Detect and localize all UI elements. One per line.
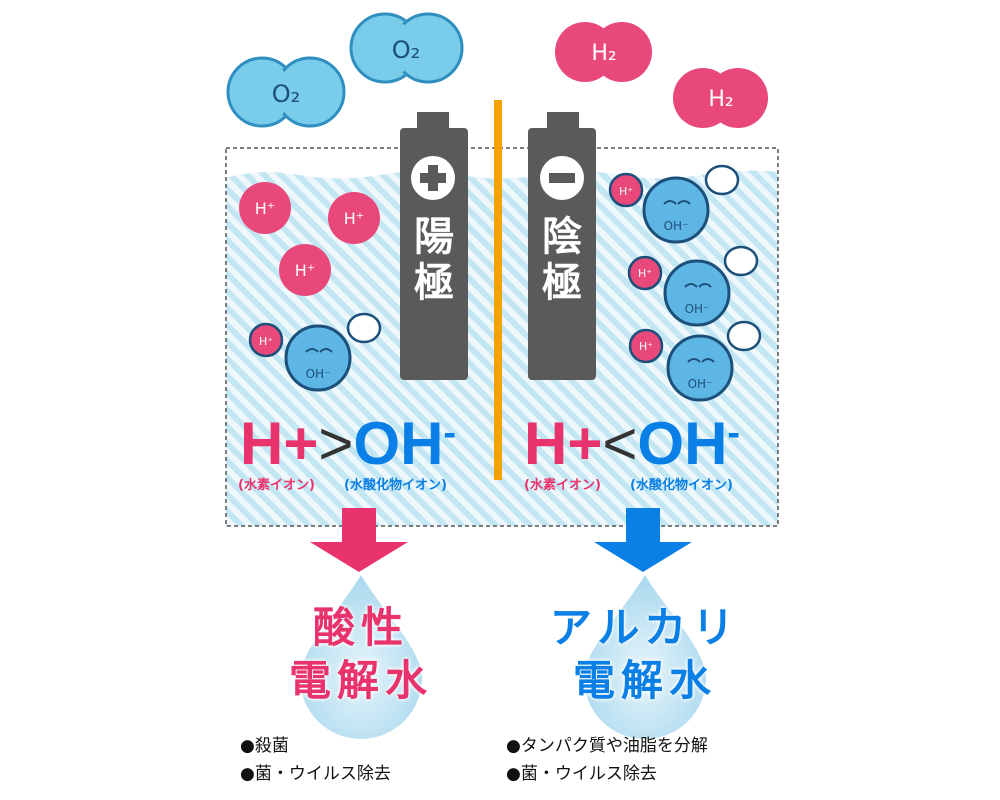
list-item: ●菌・ウイルス除去 (506, 764, 657, 784)
less-than-sign: < (602, 410, 638, 477)
anode-label: 陽 極 (414, 214, 454, 306)
anode-electrode (400, 112, 468, 380)
acid-water-drop (300, 575, 422, 739)
oh-ion-caption: (水酸化物イオン) (344, 478, 447, 493)
oh-ion-character (628, 320, 762, 402)
alkali-water-title: アルカリ 電解水 (549, 603, 741, 705)
o2-molecule (349, 12, 464, 84)
oh-ion-character (248, 312, 382, 392)
h2-molecule (555, 22, 652, 82)
h-plus-ion (239, 182, 291, 234)
h-plus-ion (279, 244, 331, 296)
h-plus-ion (328, 192, 380, 244)
oh-ion-symbol: OH (353, 410, 444, 477)
oh-ion-character (608, 164, 740, 244)
oh-minus-label: OH⁻ (688, 377, 713, 391)
list-item: ●菌・ウイルス除去 (240, 764, 391, 784)
acid-water-title: 酸性 電解水 (288, 603, 433, 705)
h2-label: H₂ (708, 87, 733, 112)
h-plus-label: H⁺ (295, 261, 315, 280)
oh-charge: - (727, 412, 741, 454)
h-ion-symbol: H+ (240, 410, 319, 477)
cathode-label: 陰 極 (542, 214, 582, 306)
o2-label: O₂ (392, 36, 421, 64)
h-ion-symbol: H+ (524, 410, 603, 477)
h2-molecule (673, 68, 768, 128)
greater-than-sign: > (318, 410, 354, 477)
o2-molecule (226, 56, 346, 128)
oh-ion-character (627, 245, 759, 327)
oh-minus-label: OH⁻ (664, 219, 689, 233)
cathode-electrode (528, 112, 596, 380)
list-item: ●殺菌 (240, 736, 289, 756)
acid-arrow (310, 508, 408, 572)
oh-charge: - (443, 412, 457, 454)
oh-minus-label: OH⁻ (685, 302, 710, 316)
oh-ion-symbol: OH (637, 410, 728, 477)
h-plus-label: H⁺ (619, 185, 633, 198)
h-plus-label: H⁺ (255, 199, 275, 218)
h-plus-label: H⁺ (638, 267, 652, 280)
alkali-ion-inequality: H+<OH- (524, 414, 740, 474)
h-plus-label: H⁺ (639, 340, 653, 353)
h-ion-caption: (水素イオン) (524, 478, 601, 493)
acid-ion-inequality: H+>OH- (240, 414, 456, 474)
h-ion-caption: (水素イオン) (238, 478, 315, 493)
h2-label: H₂ (591, 41, 616, 66)
alkali-arrow (594, 508, 692, 572)
h-plus-label: H⁺ (259, 335, 273, 348)
acid-benefits-list: ●殺菌 ●菌・ウイルス除去 (240, 732, 391, 788)
list-item: ●タンパク質や油脂を分解 (506, 736, 708, 756)
separator-membrane (494, 100, 502, 480)
alkali-water-drop (584, 575, 706, 739)
oh-ion-caption: (水酸化物イオン) (630, 478, 733, 493)
h-plus-label: H⁺ (344, 209, 364, 228)
alkali-benefits-list: ●タンパク質や油脂を分解 ●菌・ウイルス除去 (506, 732, 708, 788)
o2-label: O₂ (272, 80, 301, 108)
oh-minus-label: OH⁻ (306, 367, 331, 381)
